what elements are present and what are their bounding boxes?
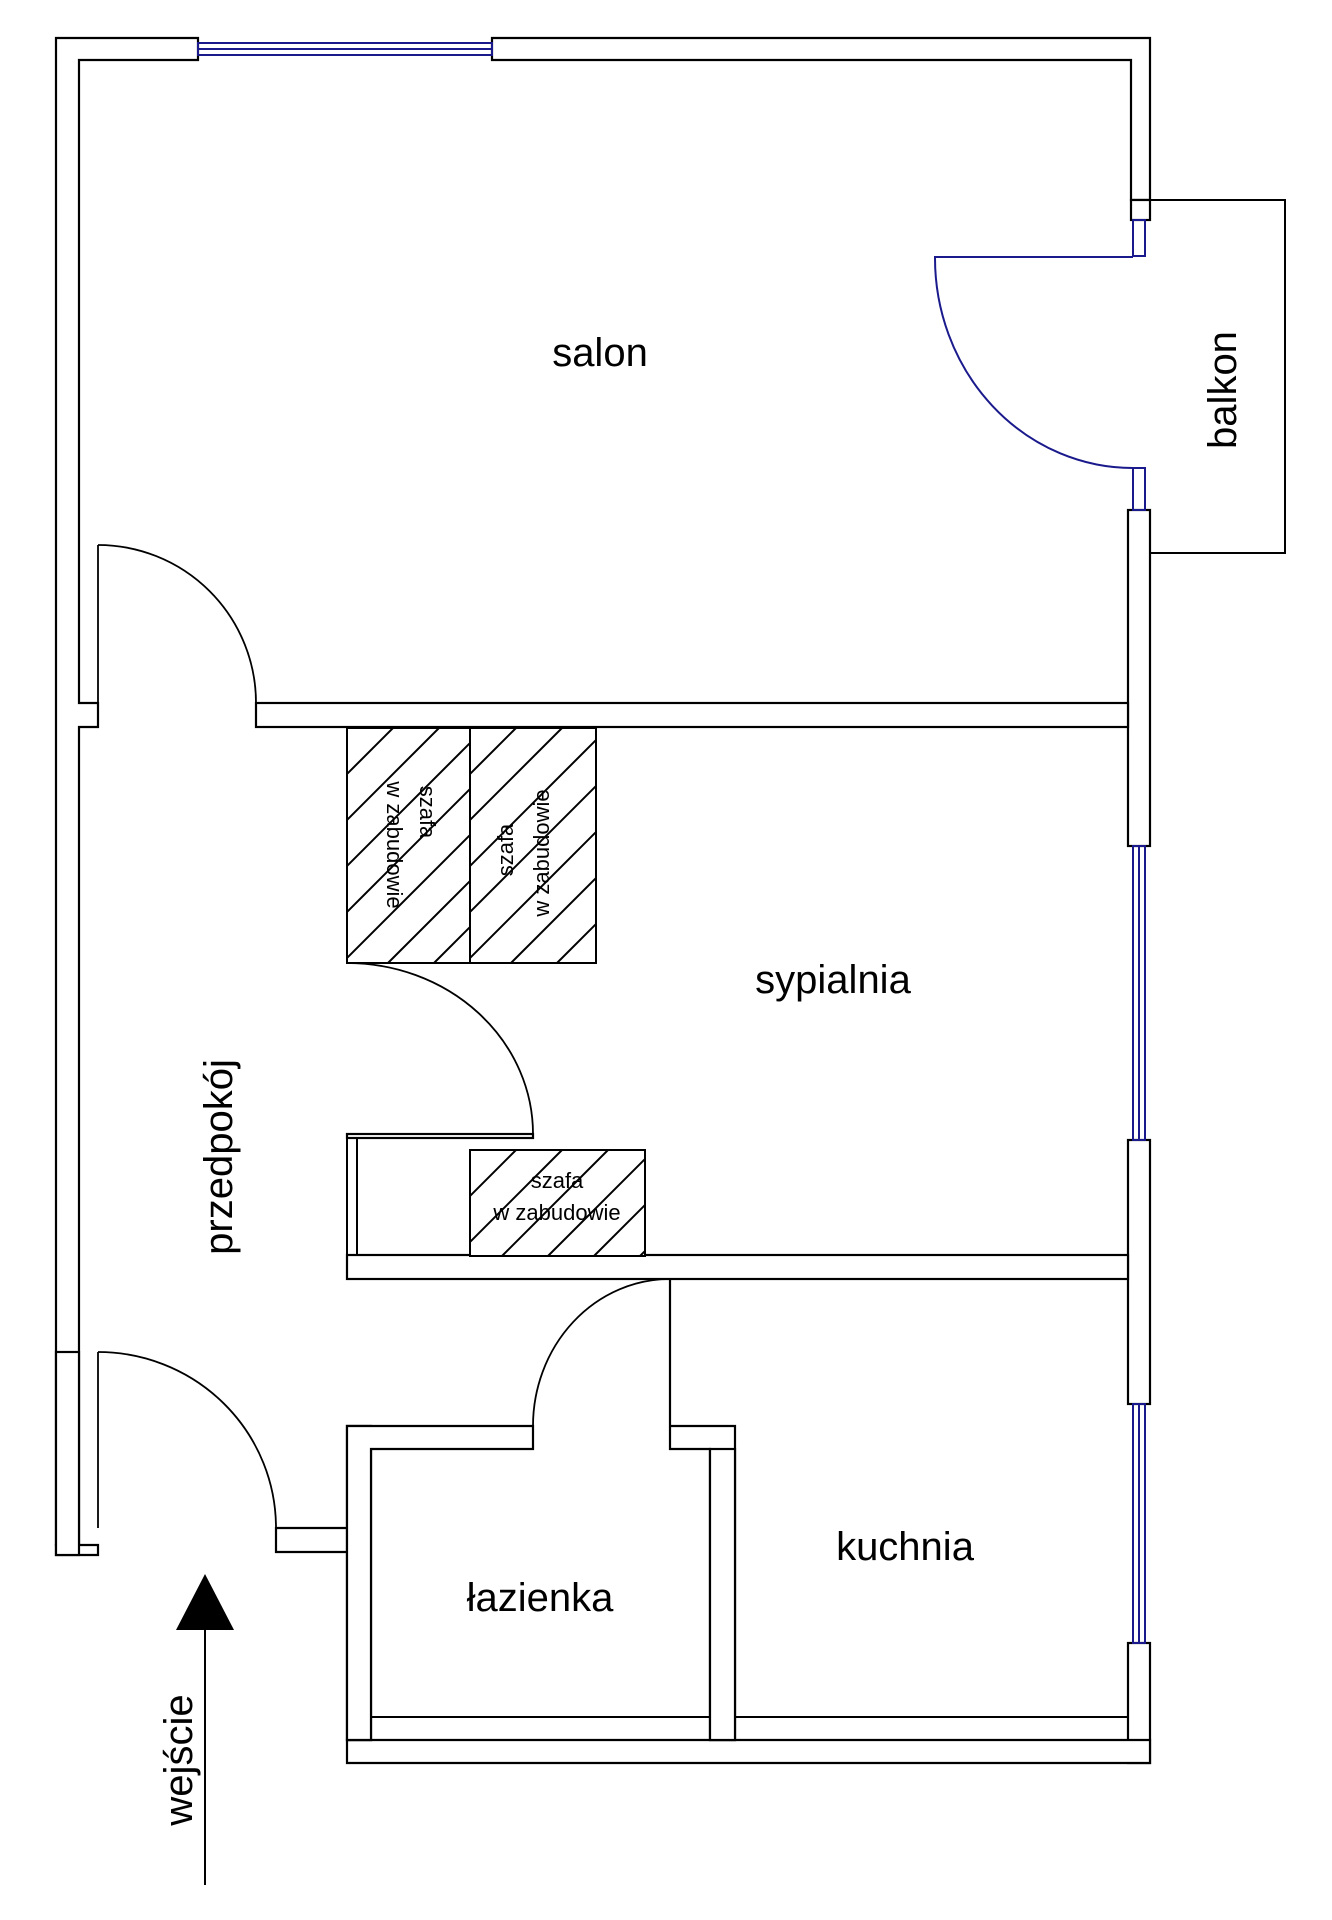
hatch-line [603,728,838,963]
room-label-lazienka: łazienka [467,1576,615,1620]
hatch-line [347,728,348,730]
wardrobe-1-label-line1: szafa [415,786,440,839]
hatch-line [470,784,596,914]
outer-walls [54,36,1152,1765]
hatch-line [347,787,470,914]
room-label-balkon: balkon [1201,331,1245,449]
hatch-line [593,1203,645,1256]
hatch-line [470,738,596,868]
room-label-przedpokoj: przedpokój [197,1059,241,1255]
top-window [197,42,493,56]
right-windows [1132,845,1146,1644]
hatch-line [664,728,899,963]
hatch-line [470,728,517,776]
hatch-line [732,1150,838,1256]
hatch-line [501,1150,609,1256]
hatch-line [695,728,930,963]
wardrobe-2: szafa w zabudowie [469,727,1022,964]
balcony [933,198,1286,554]
arrow-up-icon [176,1574,234,1630]
hatch-line [649,728,884,963]
hatch-line [510,876,596,963]
entrance-label: wejście [157,1694,201,1826]
hatch-line [470,1150,471,1152]
wardrobe-3-label-line1: szafa [531,1168,584,1193]
door-swings [97,544,671,1529]
room-label-kuchnia: kuchnia [836,1525,975,1569]
hatch-line [347,741,470,868]
hatch-line [347,833,470,960]
hatch-line [347,728,394,776]
hatch-line [741,728,976,963]
hatch-line [347,728,440,822]
hatch-line [470,830,596,960]
hatch-line [572,728,807,963]
hatch-line [639,1249,645,1256]
hatch-line [686,1150,792,1256]
hatch-line [787,728,1022,963]
room-label-sypialnia: sypialnia [755,958,911,1002]
interior-walls [254,701,1130,1742]
hatch-line [547,1157,645,1256]
hatch-line [470,728,563,822]
wardrobe-3-label-line2: w zabudowie [492,1200,620,1225]
hatch-line [470,1150,563,1244]
room-label-salon: salon [552,331,648,375]
wardrobe-1-label-line2: w zabudowie [382,780,407,908]
wardrobe-2-label-line1: szafa [493,823,518,876]
hatch-line [470,1150,517,1198]
wardrobe-2-label-line2: w zabudowie [529,789,554,917]
hatch-line [387,879,470,963]
hatch-line [618,728,853,963]
wardrobe-3: szafa w zabudowie [469,1149,838,1257]
entrance-arrow: wejście [157,1574,234,1885]
